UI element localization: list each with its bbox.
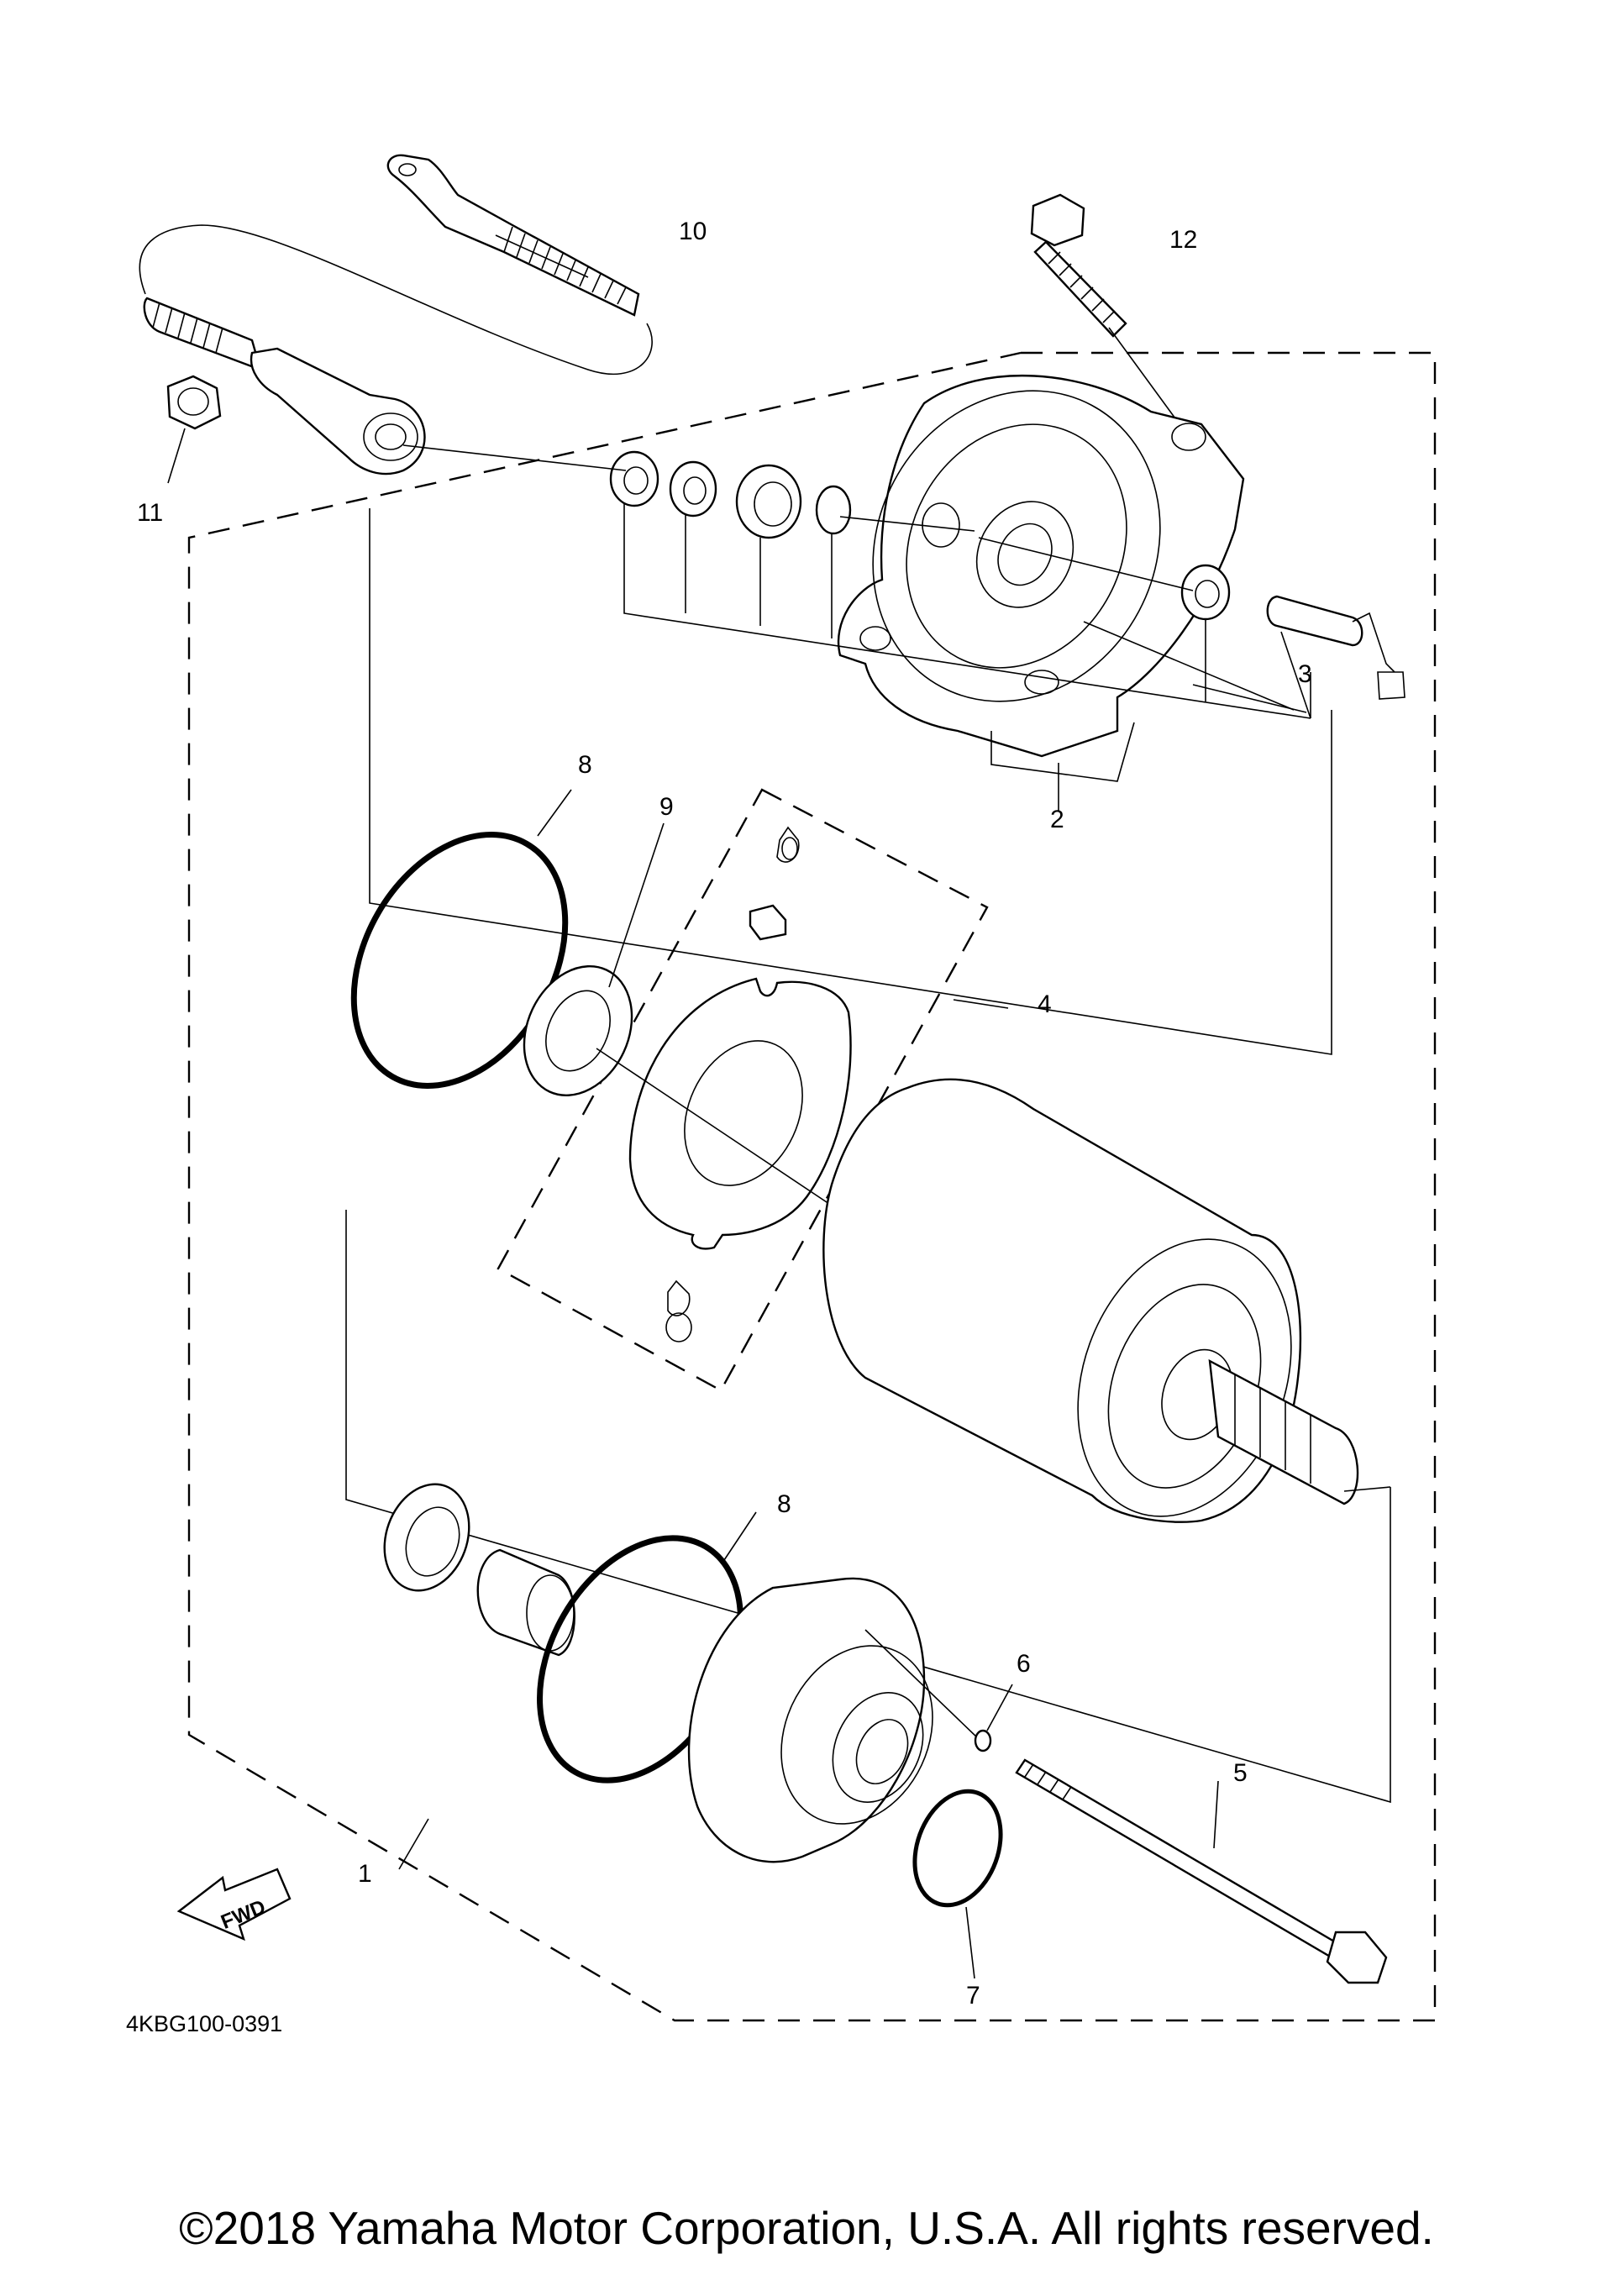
motor-yoke: [822, 1078, 1359, 1523]
diagram-code: 4KBG100-0391: [126, 2011, 282, 2036]
o-ring-6: [974, 1729, 992, 1752]
callout-12: 12: [1169, 226, 1197, 254]
rear-cover-2: [837, 374, 1245, 782]
callout-8-upper: 8: [578, 751, 592, 779]
callout-8-lower: 8: [777, 1490, 791, 1518]
bolt-12: [1030, 193, 1127, 338]
lead-terminal-10: [386, 154, 640, 317]
washer-leaders: [402, 444, 1311, 719]
callout-4: 4: [1038, 990, 1052, 1018]
callout-7: 7: [966, 1982, 980, 2010]
wire-lead: [139, 224, 653, 376]
oil-seal: [383, 1483, 470, 1592]
assembly-outline-1: [187, 351, 1437, 2022]
through-bolt-5: [1015, 1758, 1388, 1984]
callout-1: 1: [358, 1860, 372, 1888]
callout-3: 3: [1298, 660, 1312, 688]
washer-set-3: [609, 450, 1405, 700]
assembly-outline-4: [497, 788, 989, 1392]
terminal-bolt-lower: [143, 297, 426, 475]
callout-labels: 1 2 3 4 5 6 7 8 8 9 10 11 12: [137, 218, 1312, 2010]
callout-5: 5: [1233, 1759, 1248, 1787]
callout-11: 11: [137, 499, 163, 527]
brush-plate-4: [628, 826, 852, 1342]
front-cover: [687, 1577, 933, 1863]
needle-bearing: [476, 1548, 575, 1657]
callout-leaders: [398, 234, 1311, 1870]
callout-6: 6: [1017, 1650, 1031, 1678]
callout-2: 2: [1050, 806, 1064, 833]
washer-9: [523, 964, 633, 1097]
nut-11: [166, 375, 222, 430]
callout-9: 9: [659, 793, 674, 821]
o-ring-7: [912, 1789, 1003, 1908]
callout-10: 10: [679, 218, 707, 245]
copyright-notice: ©2018 Yamaha Motor Corporation, U.S.A. A…: [179, 2202, 1434, 2254]
fwd-arrow-icon: FWD: [176, 1868, 292, 1941]
